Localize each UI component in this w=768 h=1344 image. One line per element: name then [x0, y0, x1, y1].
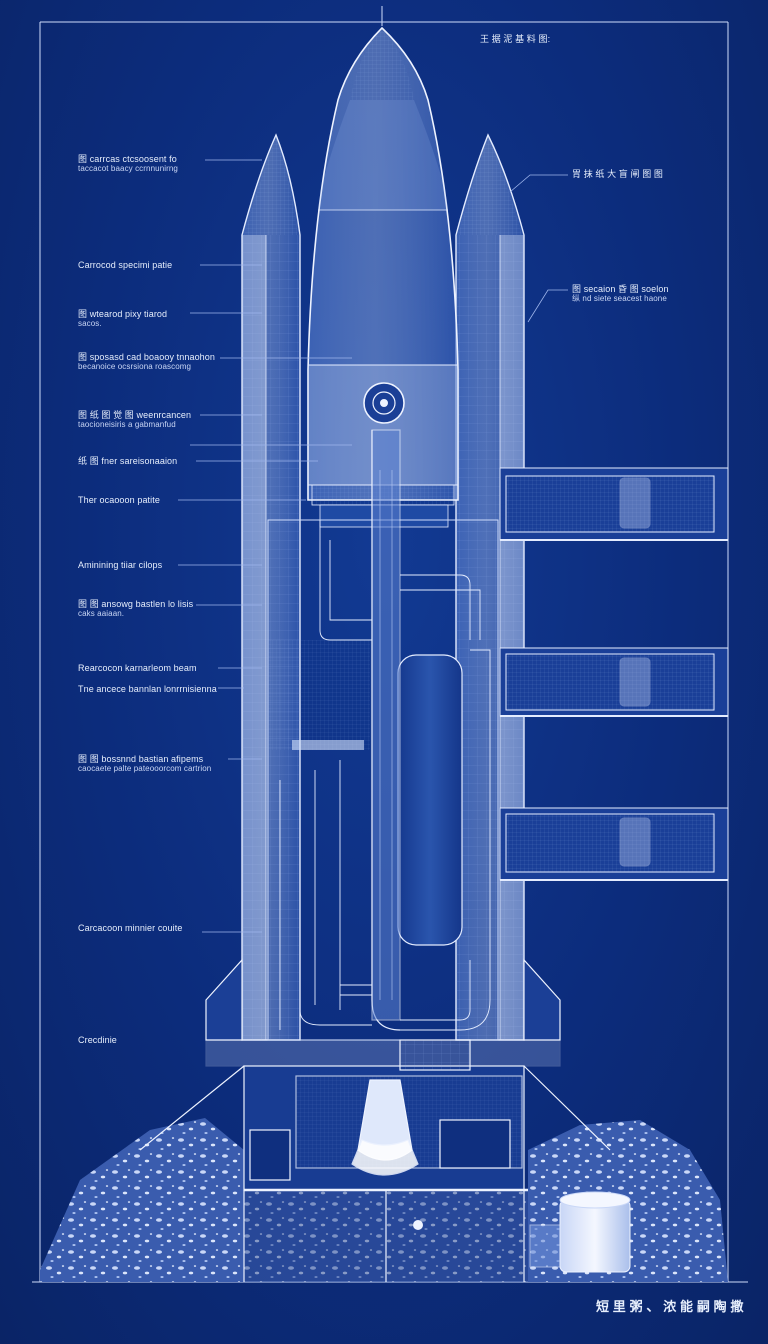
right-label-2-sub: 纵 nd siete seacest haone [572, 294, 667, 303]
left-label-10-text: Rearcocon karnarleom beam [78, 663, 197, 673]
left-label-5-sub: taocioneisiris a gabmanfud [78, 420, 176, 429]
left-label-5-text: 图 纸 图 觉 图 weenrcancen [78, 410, 192, 420]
left-label-1-sub: taccacot baacy ccrnnunirng [78, 164, 178, 173]
right-label-2: 图 secaion 昏 图 soelon 纵 nd siete seacest … [572, 284, 669, 304]
left-label-6-text: 纸 图 fner sareisonaaion [78, 456, 178, 466]
left-label-3-sub: sacos. [78, 319, 102, 328]
bottom-right-label: 短 里 粥 、 浓 能 嗣 陶 撒 [596, 1299, 744, 1314]
left-label-14: Crecdinie [78, 1035, 117, 1045]
left-label-2: Carrocod specimi patie [78, 260, 172, 270]
left-label-12: 图 图 bossnnd bastian afipems caocaete pal… [78, 754, 211, 774]
left-label-13-text: Carcacoon minnier couite [78, 923, 183, 933]
left-label-4-text: 图 sposasd cad boaooy tnnaohon [78, 352, 215, 362]
ground-storage-tank [529, 1191, 631, 1273]
left-label-1: 图 carrcas ctcsoosent fo taccacot baacy c… [78, 154, 178, 174]
left-label-2-text: Carrocod specimi patie [78, 260, 173, 270]
left-label-3-text: 图 wtearod pixy tiarod [78, 309, 168, 319]
left-label-4-sub: becanoice ocsrsiona roascomg [78, 362, 192, 371]
left-label-11-text: Tne ancece bannlan lonrrnisienna [78, 684, 217, 694]
left-label-12-text: 图 图 bossnnd bastian afipems [78, 754, 204, 764]
left-label-12-sub: caocaete palte pateooorcom cartrion [78, 764, 212, 773]
launch-base [139, 958, 611, 1282]
left-label-8-text: Aminining tiiar cilops [78, 560, 163, 570]
top-label: 王 据 泥 基 料 图: [480, 34, 551, 44]
left-label-3: 图 wtearod pixy tiarod sacos. [78, 309, 167, 329]
left-label-7-text: Ther ocaooon patite [78, 495, 160, 505]
service-gantry [499, 467, 729, 881]
right-label-2-text: 图 secaion 昏 图 soelon [572, 284, 669, 294]
leader-lines [178, 159, 568, 933]
left-label-14-text: Crecdinie [78, 1035, 117, 1045]
left-label-13: Carcacoon minnier couite [78, 923, 182, 933]
left-label-7: Ther ocaooon patite [78, 495, 160, 505]
right-label-1-text: 胃 抹 纸 大 盲 闸 图 图 [572, 169, 664, 179]
left-label-5: 图 纸 图 觉 图 weenrcancen taocioneisiris a g… [78, 410, 191, 430]
right-label-1: 胃 抹 纸 大 盲 闸 图 图 [572, 169, 663, 179]
left-label-1-text: 图 carrcas ctcsoosent fo [78, 154, 177, 164]
left-label-9: 图 图 ansowg bastlen lo lisis caks aaiaan. [78, 599, 193, 619]
left-label-8: Aminining tiiar cilops [78, 560, 162, 570]
left-label-4: 图 sposasd cad boaooy tnnaohon becanoice … [78, 352, 215, 372]
central-tower [267, 429, 499, 1041]
left-label-6: 纸 图 fner sareisonaaion [78, 456, 177, 466]
left-booster [241, 133, 301, 1041]
left-label-10: Rearcocon karnarleom beam [78, 663, 197, 673]
left-label-11: Tne ancece bannlan lonrrnisienna [78, 684, 217, 694]
left-label-9-sub: caks aaiaan. [78, 609, 125, 618]
left-label-9-text: 图 图 ansowg bastlen lo lisis [78, 599, 194, 609]
